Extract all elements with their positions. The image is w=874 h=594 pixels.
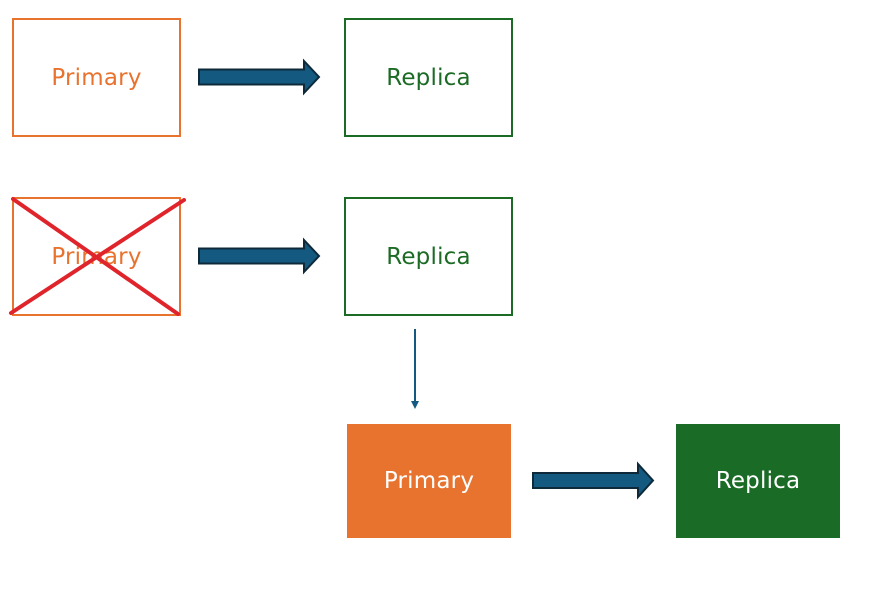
replica-node-row2: Replica	[344, 197, 513, 316]
replica-node-row3: Replica	[676, 424, 840, 538]
primary-node-row1: Primary	[12, 18, 181, 137]
replica-node-row1: Replica	[344, 18, 513, 137]
block-arrow-icon	[198, 237, 321, 275]
primary-node-label: Primary	[383, 468, 475, 494]
primary-node-label: Primary	[51, 64, 142, 91]
failed-primary-node-row2: Primary	[12, 197, 181, 316]
replica-node-label: Replica	[386, 64, 471, 91]
block-arrow-icon	[198, 58, 321, 96]
primary-node-label: Primary	[51, 243, 142, 270]
replica-node-label: Replica	[386, 243, 471, 270]
down-arrow-icon	[411, 329, 419, 409]
block-arrow-icon	[532, 461, 655, 500]
replica-node-label: Replica	[715, 468, 801, 494]
promoted-primary-node-row3: Primary	[347, 424, 511, 538]
